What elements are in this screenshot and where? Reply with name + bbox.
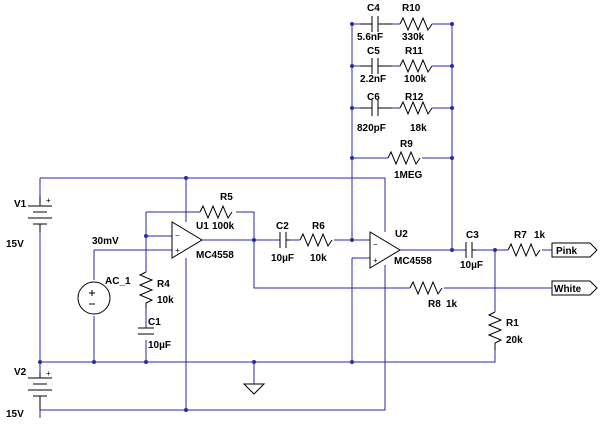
svg-text:+: +	[46, 196, 51, 205]
u1-part: MC4558	[196, 250, 234, 261]
r9-value: 1MEG	[394, 170, 423, 181]
r10-value: 330k	[402, 32, 425, 43]
c2-value: 10µF	[271, 253, 294, 264]
ac1-label: AC_1	[105, 276, 131, 287]
output-pink-label: Pink	[556, 246, 578, 257]
resistor-r4[interactable]	[138, 271, 154, 308]
r7-value: 1k	[534, 230, 546, 241]
opamp-u2[interactable]: − +	[369, 231, 401, 269]
c6-label: C6	[367, 92, 380, 103]
r5-label: R5	[220, 192, 233, 203]
ground-symbol	[242, 383, 266, 395]
r10-label: R10	[402, 3, 421, 14]
c3-value: 10µF	[460, 260, 483, 271]
svg-text:+: +	[373, 256, 378, 265]
resistor-r6[interactable]	[299, 232, 333, 248]
ac-source-ac1[interactable]	[77, 281, 111, 315]
capacitor-c3[interactable]	[465, 242, 476, 258]
c3-label: C3	[466, 230, 479, 241]
capacitor-c1[interactable]	[138, 327, 154, 335]
wires	[39, 23, 552, 418]
r4-label: R4	[157, 279, 170, 290]
resistor-r12[interactable]	[399, 100, 433, 116]
svg-text:−: −	[373, 240, 378, 249]
r7-label: R7	[514, 230, 527, 241]
r11-value: 100k	[404, 74, 427, 85]
c5-label: C5	[367, 46, 380, 57]
resistor-r5[interactable]	[199, 204, 233, 220]
r12-label: R12	[405, 92, 424, 103]
v2-value: 15V	[6, 409, 24, 420]
u2-part: MC4558	[394, 256, 432, 267]
r6-value: 10k	[310, 253, 327, 264]
r1-label: R1	[506, 318, 519, 329]
c6-value: 820pF	[357, 123, 386, 134]
r6-label: R6	[312, 221, 325, 232]
r12-value: 18k	[410, 123, 427, 134]
svg-text:+: +	[46, 369, 51, 378]
capacitor-c2[interactable]	[279, 232, 290, 248]
output-port-white[interactable]: White	[551, 280, 598, 296]
capacitor-c5[interactable]	[360, 58, 392, 74]
r8-label: R8	[428, 299, 441, 310]
output-port-pink[interactable]: Pink	[551, 242, 598, 258]
svg-text:+: +	[175, 246, 180, 255]
output-white-label: White	[554, 284, 582, 295]
resistor-r11[interactable]	[399, 58, 433, 74]
capacitor-c6[interactable]	[360, 100, 392, 116]
r11-label: R11	[405, 46, 423, 57]
v1-value: 15V	[6, 239, 24, 250]
r5-value: 100k	[212, 221, 235, 232]
r4-value: 10k	[157, 295, 174, 306]
u1-label: U1	[196, 221, 209, 232]
resistor-r10[interactable]	[399, 16, 433, 32]
opamp-u1[interactable]: − +	[171, 221, 203, 259]
r8-value: 1k	[446, 299, 458, 310]
junction-dots	[38, 22, 497, 412]
v2-label: V2	[14, 367, 27, 378]
voltage-source-v2[interactable]: +	[28, 369, 52, 410]
resistor-r1[interactable]	[487, 311, 503, 350]
r9-label: R9	[400, 139, 413, 150]
capacitor-c4[interactable]	[360, 16, 392, 32]
resistor-r9[interactable]	[387, 150, 421, 166]
u2-label: U2	[395, 229, 408, 240]
c4-value: 5.6nF	[357, 32, 383, 43]
resistor-r8[interactable]	[409, 280, 443, 296]
source-amplitude: 30mV	[92, 236, 119, 247]
r1-value: 20k	[506, 335, 523, 346]
svg-text:−: −	[175, 231, 180, 240]
v1-label: V1	[14, 199, 27, 210]
c4-label: C4	[367, 3, 380, 14]
c5-value: 2.2nF	[360, 74, 386, 85]
resistor-r7[interactable]	[507, 242, 541, 258]
c2-label: C2	[276, 221, 289, 232]
c1-value: 10µF	[148, 340, 171, 351]
voltage-source-v1[interactable]: +	[28, 196, 52, 232]
c1-label: C1	[148, 317, 161, 328]
